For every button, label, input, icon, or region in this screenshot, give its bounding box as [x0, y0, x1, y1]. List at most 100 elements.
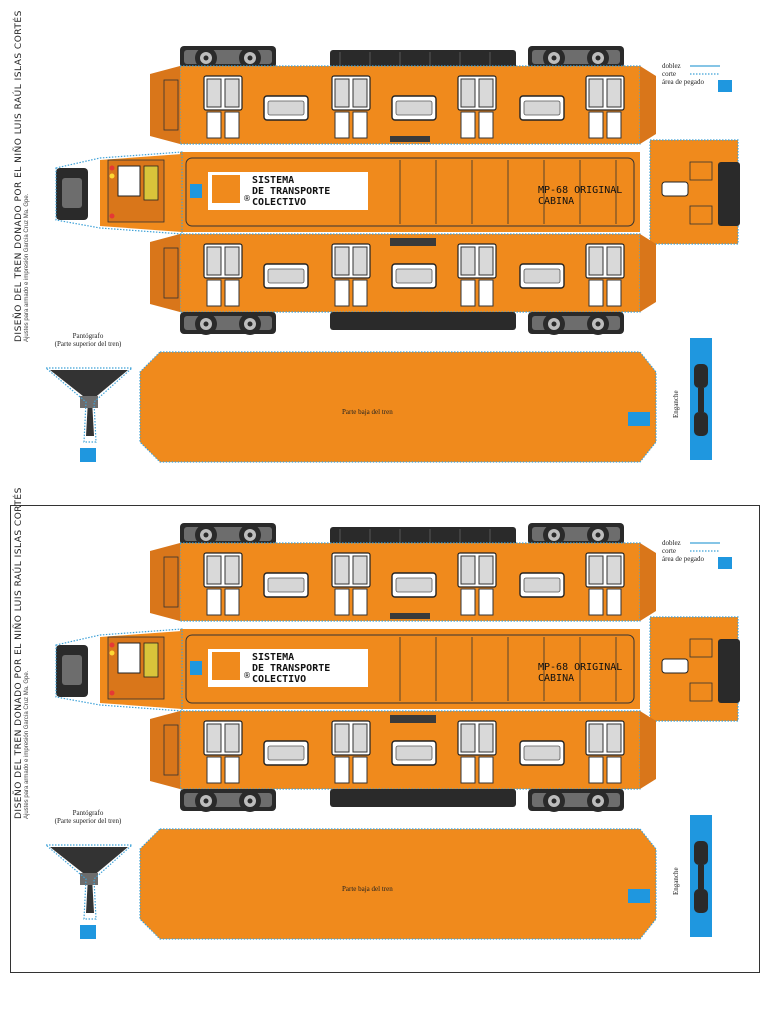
- door-window: [334, 246, 350, 276]
- door-lower: [588, 588, 604, 616]
- wheel-axle: [247, 798, 253, 804]
- door-window: [478, 246, 494, 276]
- side-window-glass: [395, 100, 433, 116]
- door-window: [334, 555, 350, 585]
- side-window-glass: [395, 268, 433, 284]
- rear-coupler-block: [718, 162, 740, 226]
- door-window: [206, 555, 222, 585]
- rear-panel: [689, 682, 713, 702]
- wheel-axle: [203, 532, 209, 538]
- pantograph-title: Pantógrafo: [72, 332, 104, 340]
- roof-outline: [185, 634, 635, 704]
- door-window: [606, 555, 622, 585]
- logo-line-2: DE TRANSPORTE: [252, 186, 331, 197]
- bottom-part: [140, 352, 656, 462]
- legend-glue-swatch: [718, 557, 732, 569]
- sheet-2-frame: [10, 505, 760, 973]
- glue-area: [80, 925, 96, 939]
- side-window-glass: [523, 268, 561, 284]
- door-lower: [224, 588, 240, 616]
- door-window: [460, 555, 476, 585]
- door-lower: [334, 111, 350, 139]
- door-lower: [478, 756, 494, 784]
- wheel-axle: [247, 532, 253, 538]
- end-flap: [150, 711, 180, 789]
- wheel-axle: [551, 532, 557, 538]
- wheel-axle: [203, 798, 209, 804]
- side-window-glass: [523, 745, 561, 761]
- door-window: [224, 246, 240, 276]
- logo-line-3: COLECTIVO: [252, 197, 307, 208]
- door-window: [224, 555, 240, 585]
- door-window: [334, 78, 350, 108]
- glue-area: [190, 184, 202, 198]
- end-door-outline: [163, 724, 179, 776]
- door-lower: [224, 756, 240, 784]
- door-window: [606, 246, 622, 276]
- end-door-outline: [163, 247, 179, 299]
- pantograph-label: Pantógrafo (Parte superior del tren): [44, 809, 132, 825]
- door-window: [606, 723, 622, 753]
- roof-outline: [185, 157, 635, 227]
- door-lower: [478, 588, 494, 616]
- door-lower: [606, 756, 622, 784]
- wheel-axle: [551, 798, 557, 804]
- door-lower: [460, 279, 476, 307]
- model-line-2: CABINA: [538, 196, 575, 207]
- glue-area: [190, 661, 202, 675]
- side-window-glass: [395, 577, 433, 593]
- bottom-part: [140, 829, 656, 939]
- logo-text: SISTEMA DE TRANSPORTE COLECTIVO: [252, 175, 330, 208]
- side-window-glass: [267, 745, 305, 761]
- end-door-outline: [163, 556, 179, 608]
- rear-panel: [689, 638, 713, 658]
- end-door-outline: [163, 79, 179, 131]
- door-window: [224, 78, 240, 108]
- registered-mark: ®: [243, 671, 251, 680]
- metro-logo-icon: [212, 175, 240, 203]
- side-window-glass: [267, 268, 305, 284]
- train-parts: [44, 523, 740, 940]
- rear-panel: [689, 205, 713, 225]
- headlight: [109, 173, 115, 179]
- metro-logo: SISTEMA DE TRANSPORTE COLECTIVO ®: [208, 172, 368, 210]
- side-window-glass: [523, 577, 561, 593]
- side-window-glass: [395, 745, 433, 761]
- door-window: [352, 723, 368, 753]
- rear-coupler-block: [718, 639, 740, 703]
- coupler-plate: [62, 655, 82, 685]
- pantograph-subtitle: (Parte superior del tren): [54, 817, 122, 825]
- pantograph-subtitle: (Parte superior del tren): [54, 340, 122, 348]
- door-window: [588, 723, 604, 753]
- coupler-label: Enganche: [672, 867, 680, 895]
- door-lower: [352, 111, 368, 139]
- model-line-2: CABINA: [538, 673, 575, 684]
- metro-logo: SISTEMA DE TRANSPORTE COLECTIVO ®: [208, 649, 368, 687]
- step-plate: [390, 613, 430, 619]
- coupler-head: [694, 364, 708, 388]
- door-lower: [460, 111, 476, 139]
- door-lower: [206, 111, 222, 139]
- legend-fold-label: doblez: [662, 62, 681, 70]
- door-lower: [334, 588, 350, 616]
- door-window: [588, 78, 604, 108]
- side-window-glass: [267, 100, 305, 116]
- logo-line-1: SISTEMA: [252, 175, 295, 186]
- door-lower: [588, 111, 604, 139]
- cut-line: [649, 616, 739, 722]
- coupler-bar: [698, 388, 704, 412]
- cut-line: [649, 139, 739, 245]
- door-window: [460, 246, 476, 276]
- train-parts: [44, 46, 740, 463]
- door-lower: [460, 756, 476, 784]
- door-window: [206, 723, 222, 753]
- legend-fold-label: doblez: [662, 539, 681, 547]
- cut-line: [139, 828, 657, 940]
- pantograph-title: Pantógrafo: [72, 809, 104, 817]
- side-window-glass: [267, 577, 305, 593]
- legend-glue-swatch: [718, 80, 732, 92]
- destination-sign: [143, 165, 159, 201]
- legend: doblez corte área de pegado: [662, 62, 704, 86]
- model-line-1: MP-68 ORIGINAL: [538, 662, 623, 673]
- headlight: [109, 650, 115, 656]
